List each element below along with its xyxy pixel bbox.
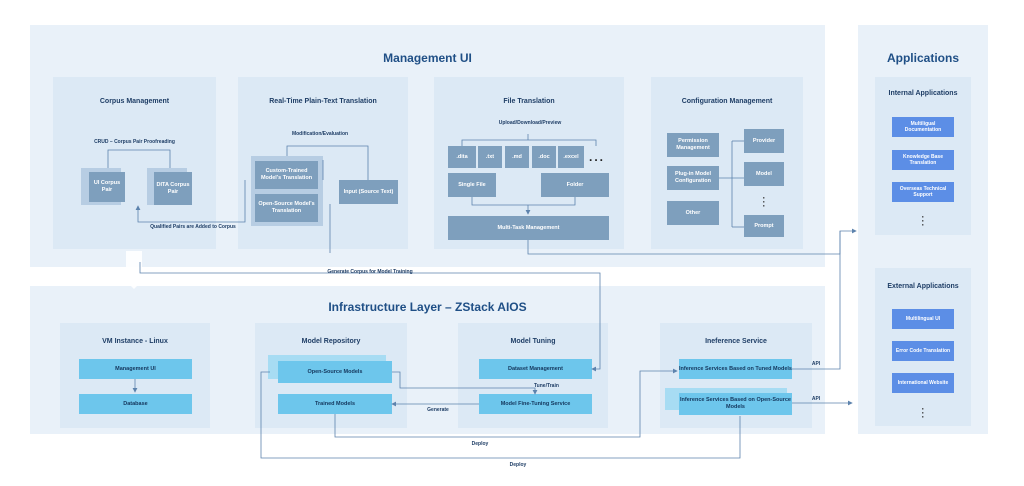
folder-box[interactable]: Folder — [541, 173, 609, 197]
deploy-label-1: Deploy — [471, 441, 489, 447]
app-error-code[interactable]: Error Code Translation — [892, 341, 954, 361]
vm-database[interactable]: Database — [79, 394, 192, 414]
infrastructure-title: Infrastructure Layer – ZStack AIOS — [328, 300, 527, 314]
format-dita: .dita — [448, 146, 476, 168]
app-multilingual-ui[interactable]: Multilingual UI — [892, 309, 954, 329]
single-file-box[interactable]: Single File — [448, 173, 496, 197]
corpus-management-title: Corpus Management — [99, 98, 170, 105]
format-md: .md — [505, 146, 529, 168]
multi-task-management[interactable]: Multi-Task Management — [448, 216, 609, 240]
dita-corpus-pair[interactable]: DITA Corpus Pair — [154, 172, 192, 205]
app-kb-translation[interactable]: Knowledge Base Translation — [892, 150, 954, 170]
dataset-management[interactable]: Dataset Management — [479, 359, 592, 379]
file-translation-title: File Translation — [503, 98, 555, 105]
prompt-box[interactable]: Prompt — [744, 215, 784, 237]
configuration-title: Configuration Management — [681, 98, 773, 105]
permission-management[interactable]: Permission Management — [667, 133, 719, 157]
app-multilingual-docs[interactable]: Multiligual Documentation — [892, 117, 954, 137]
format-txt: .txt — [478, 146, 502, 168]
custom-trained-translation[interactable]: Custom-Trained Model's Translation — [255, 161, 318, 189]
model-finetuning-service[interactable]: Model Fine-Tuning Service — [479, 394, 592, 414]
down-arrow-icon — [114, 251, 154, 289]
tune-train-label: Tune/Train — [534, 383, 559, 389]
app-overseas-support[interactable]: Overseas Technical Support — [892, 182, 954, 202]
api-label-1: API — [811, 361, 821, 367]
ui-corpus-pair[interactable]: UI Corpus Pair — [89, 172, 125, 202]
external-apps-title: External Applications — [887, 283, 959, 290]
opensource-models[interactable]: Open-Source Models — [278, 361, 392, 383]
trained-models[interactable]: Trained Models — [278, 394, 392, 414]
management-ui-title: Management UI — [383, 51, 472, 65]
plugin-model-configuration[interactable]: Plug-in Model Configuration — [667, 166, 719, 190]
api-label-2: API — [811, 396, 821, 402]
app-intl-website[interactable]: International Website — [892, 373, 954, 393]
input-source-text[interactable]: Input (Source Text) — [339, 180, 398, 204]
inference-tuned[interactable]: Inference Services Based on Tuned Models — [679, 359, 792, 379]
crud-label: CRUD – Corpus Pair Proofreading — [94, 139, 175, 145]
vm-instance-title: VM Instance - Linux — [102, 338, 168, 345]
generate-corpus-label: Generate Corpus for Model Training — [327, 269, 413, 275]
inference-service-title: Ineference Service — [705, 338, 767, 345]
applications-title: Applications — [886, 51, 959, 65]
qualified-label: Qualified Pairs are Added to Corpus — [150, 224, 236, 230]
inference-opensource[interactable]: Inference Services Based on Open-Source … — [679, 393, 792, 415]
config-vertical-dots: ··· — [762, 193, 766, 211]
format-ellipsis: ... — [589, 150, 606, 164]
deploy-label-2: Deploy — [509, 462, 527, 468]
generate-label: Generate — [427, 407, 449, 413]
internal-apps-title: Internal Applications — [888, 90, 958, 97]
model-repository-title: Model Repository — [301, 338, 361, 345]
model-box[interactable]: Model — [744, 162, 784, 186]
format-excel: .excel — [558, 146, 584, 168]
upload-label: Upload/Download/Preview — [498, 120, 562, 126]
external-dots: ··· — [921, 404, 925, 422]
opensource-translation[interactable]: Open-Source Model's Translation — [255, 194, 318, 222]
model-tuning-title: Model Tuning — [510, 338, 556, 345]
other-config[interactable]: Other — [667, 201, 719, 225]
modification-label: Modification/Evaluation — [291, 131, 349, 137]
provider-box[interactable]: Provider — [744, 129, 784, 153]
format-doc: .doc — [532, 146, 556, 168]
realtime-translation-title: Real-Time Plain-Text Translation — [269, 98, 377, 105]
vm-management-ui[interactable]: Management UI — [79, 359, 192, 379]
internal-dots: ··· — [921, 212, 925, 230]
